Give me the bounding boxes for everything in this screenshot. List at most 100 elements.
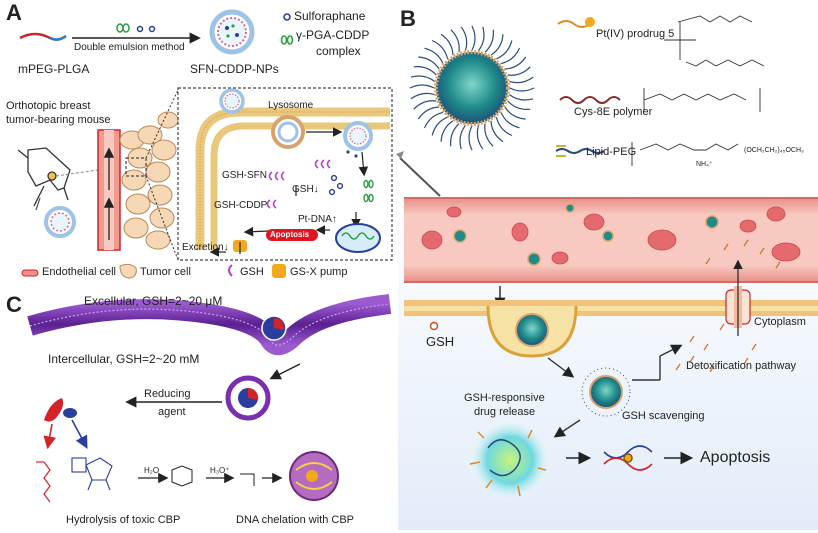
particle-c-top: [261, 315, 287, 341]
cys-structure: [643, 88, 761, 112]
peg-strand: [509, 87, 535, 92]
peg-strand: [509, 94, 534, 101]
gsh-legend-icon: [228, 264, 233, 277]
peg-strand: [490, 120, 504, 143]
gsh-sfn-label: GSH-SFN: [222, 170, 267, 181]
release-label-line2: drug release: [474, 406, 536, 418]
nucleus-icon: [335, 223, 381, 253]
peg-formula: (OCH₂CH₂)₄₅OCH₃: [744, 147, 804, 154]
legend-tumor-cell: Tumor cell: [140, 266, 191, 278]
extracellular-label: Excellular, GSH=2~20 μM: [84, 294, 223, 308]
peg-strand: [500, 112, 520, 129]
polymer-label: mPEG-PLGA: [18, 62, 90, 76]
membrane-c: [27, 294, 392, 356]
gsh-cddp-label: GSH-CDDP: [214, 200, 268, 211]
panel-b-letter: B: [400, 6, 416, 31]
endocytosis-vesicle: [486, 305, 578, 358]
blood-cells: [421, 206, 801, 265]
cell-zoom-box: [177, 87, 393, 261]
peg-strand: [484, 29, 494, 53]
peg-strand: [418, 56, 440, 70]
peg-strand: [460, 26, 468, 51]
peg-strand: [431, 39, 449, 60]
vessel-nps: [453, 203, 719, 266]
cytoplasm-label: Cytoplasm: [754, 316, 806, 328]
injected-np-icon: [44, 206, 76, 238]
gsh-icons: [266, 159, 331, 209]
peg-strand: [476, 125, 484, 150]
mouse-label-line2: tumor-bearing mouse: [6, 114, 111, 126]
lysosome-icon: [271, 115, 305, 149]
peg-strand: [478, 26, 485, 51]
excretion-label: Excretion↓: [182, 242, 229, 253]
drug-release-burst: [468, 418, 552, 502]
peg-strand: [468, 125, 473, 151]
pt-dna-label: Pt-DNA↑: [298, 214, 337, 225]
peg-strand: [410, 75, 435, 82]
peg-strand: [413, 66, 437, 76]
apoptosis-badge: [266, 229, 318, 241]
prodrug-label: Pt(IV) prodrug 5: [596, 28, 675, 40]
dna-chelation-sphere: [289, 451, 339, 501]
gsh-down-label: GSH↓: [292, 184, 319, 195]
peg-strand: [424, 47, 444, 64]
legend-sfn: Sulforaphane: [294, 9, 366, 23]
polymer-label-b: Cys-8E polymer: [574, 106, 653, 118]
gsh-label-b: GSH: [426, 334, 455, 349]
chelation-label: DNA chelation with CBP: [236, 514, 354, 526]
peg-strand: [431, 116, 448, 136]
cbp-structure: [71, 457, 113, 491]
peg-strand: [471, 25, 476, 51]
peg-strand: [450, 123, 460, 147]
peg-strand: [440, 33, 454, 56]
panel-c-graphics: [27, 294, 392, 503]
peg-strand: [413, 100, 437, 110]
lipid-structure: [631, 142, 739, 166]
micelle-icon: [409, 25, 535, 151]
nh4-label: NH₄⁺: [696, 161, 713, 168]
peg-strand: [504, 56, 527, 70]
peg-strand: [507, 100, 531, 110]
prodrug-icon: [557, 17, 595, 28]
mouse-label-line1: Orthotopic breast: [6, 100, 91, 112]
h3o-label: H₃O⁺: [210, 466, 230, 475]
intracellular-label: Intercellular, GSH=2~20 mM: [48, 352, 200, 366]
peg-strand: [504, 106, 526, 120]
peg-strand: [507, 66, 531, 76]
peg-strand: [509, 76, 534, 84]
legend-complex-line2: complex: [316, 44, 361, 58]
release-label-line1: GSH-responsive: [464, 392, 545, 404]
gsh-marker-icon: [429, 321, 439, 331]
reducing-label-line1: Reducing: [144, 388, 191, 400]
peg-strand: [496, 40, 513, 60]
panel-c-letter: C: [6, 292, 22, 317]
tumor-cluster: [119, 111, 179, 250]
peg-strand: [417, 106, 440, 120]
polymer-chain-b: [559, 96, 621, 104]
pt-structure: [664, 15, 765, 67]
syringe-needle: [399, 157, 441, 197]
lipid-peg-icon: [555, 145, 605, 157]
gsh-molecules: [675, 239, 781, 373]
lysosome-label: Lysosome: [268, 100, 314, 111]
lipid-peg-label: Lipid-PEG: [586, 146, 637, 158]
cell-membrane-a: [195, 107, 390, 250]
panel-b-graphics: [396, 15, 818, 530]
np-label: SFN-CDDP-NPs: [190, 62, 279, 76]
legend-complex-line1: γ-PGA-CDDP: [296, 28, 370, 42]
scavenging-micelle: [581, 367, 631, 417]
sulforaphane-icon: [283, 13, 291, 21]
apoptosis-label-b: Apoptosis: [700, 449, 771, 466]
endothelial-cell-icon: [21, 269, 39, 277]
peg-strand: [459, 125, 466, 150]
detox-label: Detoxification pathway: [686, 360, 797, 372]
hydrolysis-label: Hydrolysis of toxic CBP: [66, 514, 181, 526]
legend-gs-x-pump: GS-X pump: [290, 266, 348, 278]
scavenging-label: GSH scavenging: [622, 410, 705, 422]
intermediate-1: [171, 465, 193, 487]
mouse-icon: [17, 147, 71, 207]
peg-strand: [500, 47, 521, 65]
apoptosis-badge-label: Apoptosis: [270, 230, 310, 239]
released-np-icon: [343, 121, 373, 158]
